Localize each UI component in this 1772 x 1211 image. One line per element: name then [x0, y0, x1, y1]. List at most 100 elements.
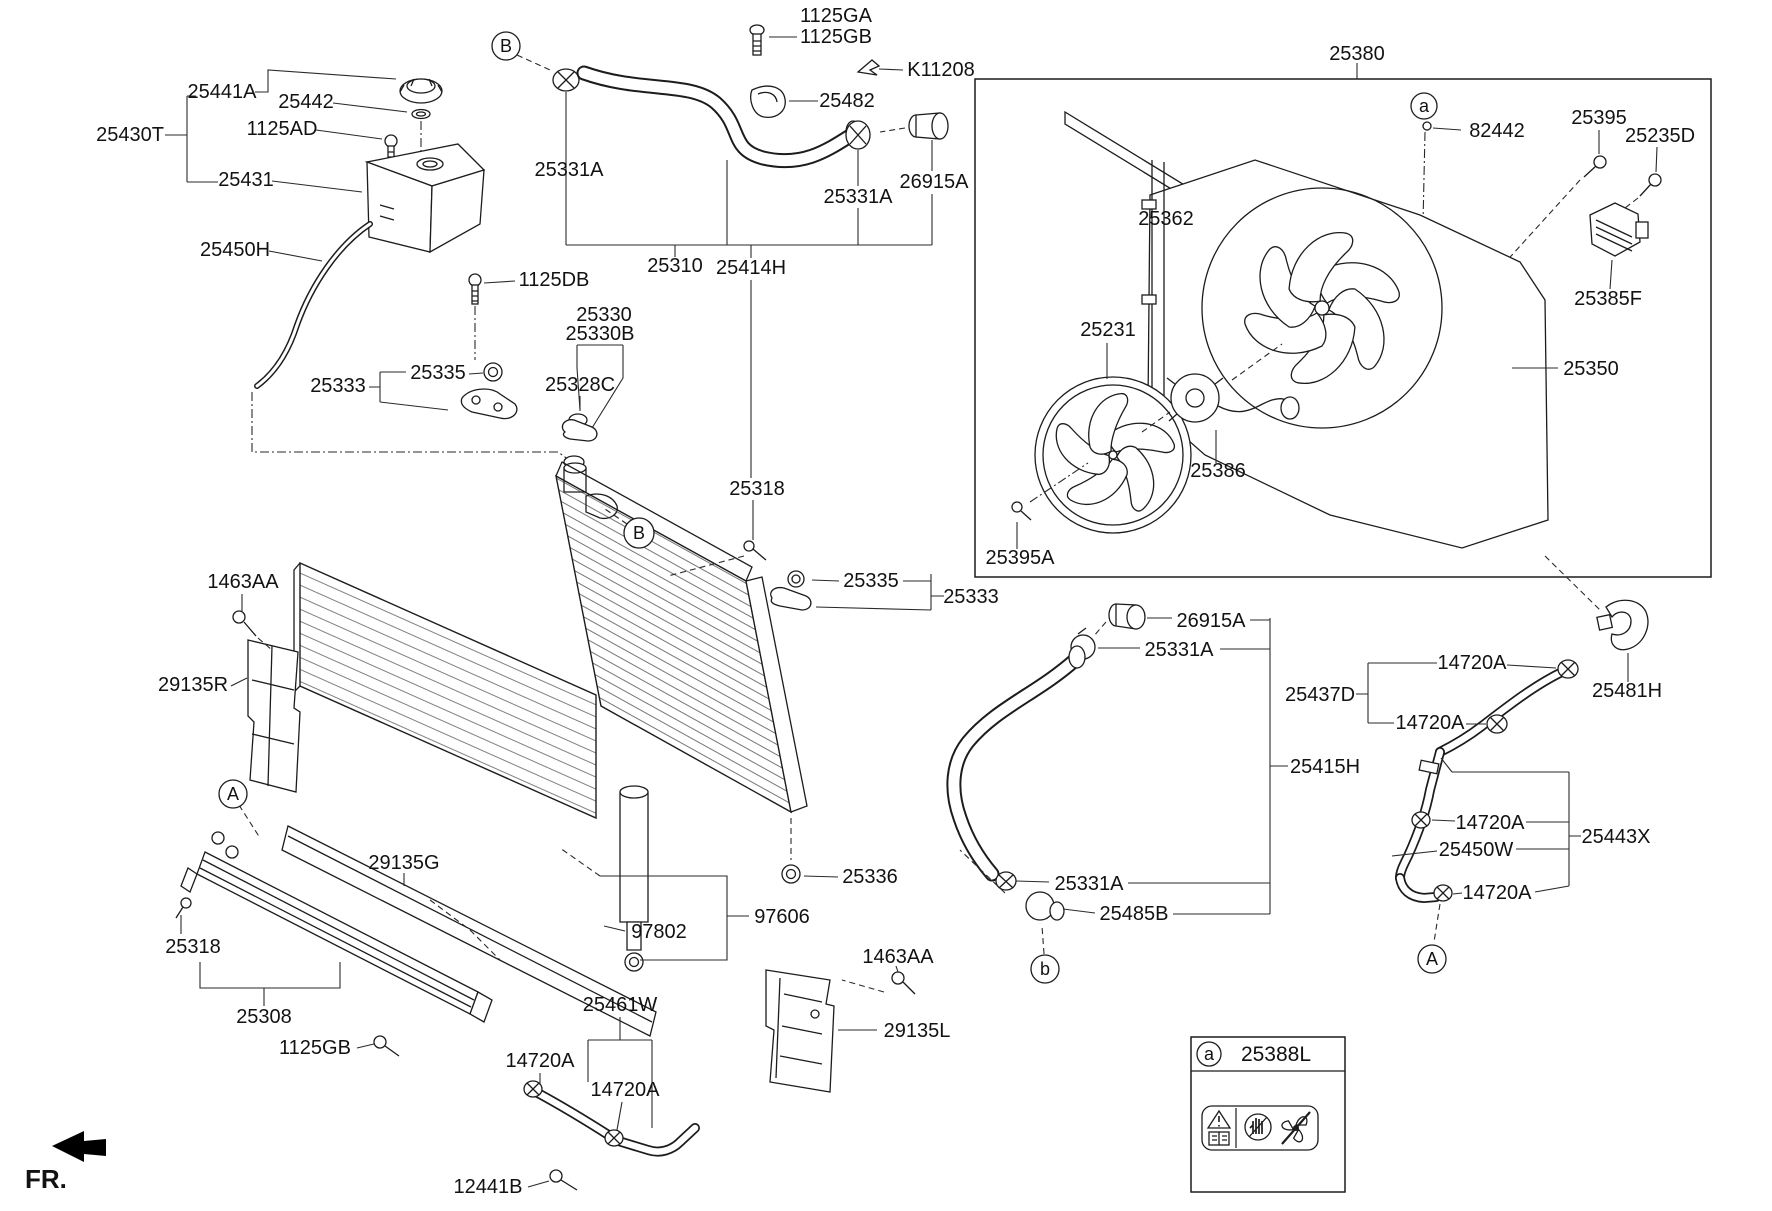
caution-label-plate — [1201, 1105, 1319, 1151]
part-label-1463AA-top: 1463AA — [207, 571, 279, 593]
part-label-14720A-r2: 14720A — [1396, 712, 1466, 734]
mount-parts-leaders — [369, 280, 624, 429]
legend-part-number: 25388L — [1241, 1043, 1311, 1066]
part-label-K11208: K11208 — [907, 59, 974, 81]
part-label-25333-right: 25333 — [943, 586, 999, 608]
callout-A-left: A — [218, 779, 248, 809]
part-label-25336: 25336 — [842, 866, 898, 888]
legend-callout-circle — [1196, 1041, 1222, 1067]
bottom-hose-illustration — [523, 1080, 700, 1191]
part-label-25331A-2: 25331A — [824, 186, 894, 208]
svg-text:A: A — [1426, 949, 1438, 969]
part-label-25442: 25442 — [278, 91, 334, 113]
part-label-25331A-3: 25331A — [1145, 639, 1215, 661]
part-label-97606: 97606 — [754, 906, 810, 928]
part-label-25415H: 25415H — [1290, 756, 1360, 778]
part-label-14720A-l1: 14720A — [506, 1050, 576, 1072]
part-label-25414H: 25414H — [716, 257, 786, 279]
part-label-25481H: 25481H — [1592, 680, 1662, 702]
part-label-25310: 25310 — [647, 255, 703, 277]
part-label-25430T: 25430T — [96, 124, 164, 146]
part-label-1125GA: 1125GA — [800, 5, 873, 27]
water-pipe-leaders — [1356, 653, 1629, 895]
part-label-25328C: 25328C — [545, 374, 615, 396]
left-air-guard-illustration — [232, 610, 301, 793]
manual-book-icon — [1208, 1131, 1230, 1146]
part-label-1125GB-top: 1125GB — [800, 26, 872, 48]
part-label-25380: 25380 — [1329, 43, 1385, 65]
svg-text:B: B — [633, 523, 645, 543]
part-label-25331A-4: 25331A — [1055, 873, 1125, 895]
rotating-fan-caution-icon — [1281, 1111, 1311, 1145]
front-arrow-icon — [52, 1131, 106, 1162]
part-label-12441B: 12441B — [454, 1176, 523, 1198]
fan-box-leaders — [1016, 127, 1658, 549]
part-label-25330: 25330 — [576, 304, 632, 326]
part-label-25333-left: 25333 — [310, 375, 366, 397]
callout-A-right: A — [1417, 944, 1447, 974]
part-label-26915A-top: 26915A — [900, 171, 970, 193]
part-label-14720A-r3: 14720A — [1456, 812, 1526, 834]
part-label-25330B: 25330B — [566, 323, 635, 345]
part-label-29135R: 29135R — [158, 674, 228, 696]
part-label-25441A: 25441A — [188, 81, 258, 103]
part-label-1125AD: 1125AD — [247, 118, 318, 140]
radiator-leaders — [752, 500, 944, 878]
part-label-25362: 25362 — [1138, 208, 1194, 230]
part-label-25450H: 25450H — [200, 239, 270, 261]
part-label-29135L: 29135L — [884, 1020, 951, 1042]
bottom-hose-leaders — [429, 899, 653, 1188]
part-label-25385F: 25385F — [1574, 288, 1642, 310]
part-label-25235D: 25235D — [1625, 125, 1695, 147]
radiator-illustration — [555, 455, 812, 884]
part-label-25431: 25431 — [218, 169, 274, 191]
front-marker-label: FR. — [25, 1164, 67, 1194]
part-label-25461W: 25461W — [583, 994, 658, 1016]
part-label-25318-bottom: 25318 — [165, 936, 221, 958]
mount-parts-illustration — [460, 273, 598, 442]
lower-hose-leaders — [1015, 617, 1288, 915]
part-label-14720A-r4: 14720A — [1463, 882, 1533, 904]
part-label-25395: 25395 — [1571, 107, 1627, 129]
part-label-25395A: 25395A — [986, 547, 1056, 569]
part-label-25485B: 25485B — [1100, 903, 1169, 925]
part-label-25318-top: 25318 — [729, 478, 785, 500]
part-label-25443X: 25443X — [1582, 826, 1651, 848]
svg-text:B: B — [500, 36, 512, 56]
legend-box: a 25388L — [1190, 1036, 1346, 1193]
reservoir-leaders — [165, 69, 408, 262]
part-label-25331A-1: 25331A — [535, 159, 605, 181]
bottom-air-guard-illustration — [765, 969, 916, 1093]
legend-callout-letter: a — [1204, 1044, 1215, 1064]
water-pipe-illustration — [1395, 555, 1649, 943]
svg-text:a: a — [1419, 96, 1430, 116]
part-label-82442: 82442 — [1469, 120, 1525, 142]
condenser-illustration — [293, 561, 649, 972]
callout-B-radiator: B — [623, 517, 655, 549]
part-label-25482: 25482 — [819, 90, 875, 112]
part-label-25335-right: 25335 — [843, 570, 899, 592]
upper-hose-leaders — [565, 36, 933, 478]
part-label-1125GB-bottom: 1125GB — [279, 1037, 351, 1059]
callout-b-thermo: b — [1030, 954, 1060, 984]
part-label-26915A-right: 26915A — [1177, 610, 1247, 632]
part-label-25450W: 25450W — [1439, 839, 1514, 861]
part-label-25350: 25350 — [1563, 358, 1619, 380]
bottom-air-guard-leaders — [838, 965, 899, 1031]
callout-a-fan: a — [1410, 92, 1438, 120]
warning-triangle-icon — [1206, 1109, 1232, 1129]
lower-support-illustration — [175, 804, 657, 1057]
part-label-25335-left: 25335 — [410, 362, 466, 384]
front-direction-marker: FR. — [25, 1131, 106, 1194]
part-label-25437D: 25437D — [1285, 684, 1355, 706]
condenser-leaders — [559, 847, 749, 961]
callout-B-top: B — [491, 31, 521, 61]
fan-assembly-box — [974, 63, 1712, 578]
part-label-14720A-r1: 14720A — [1438, 652, 1508, 674]
part-label-1125DB: 1125DB — [519, 269, 590, 291]
part-label-25386: 25386 — [1190, 460, 1246, 482]
part-label-29135G: 29135G — [368, 852, 439, 874]
reservoir-illustration — [251, 78, 573, 463]
